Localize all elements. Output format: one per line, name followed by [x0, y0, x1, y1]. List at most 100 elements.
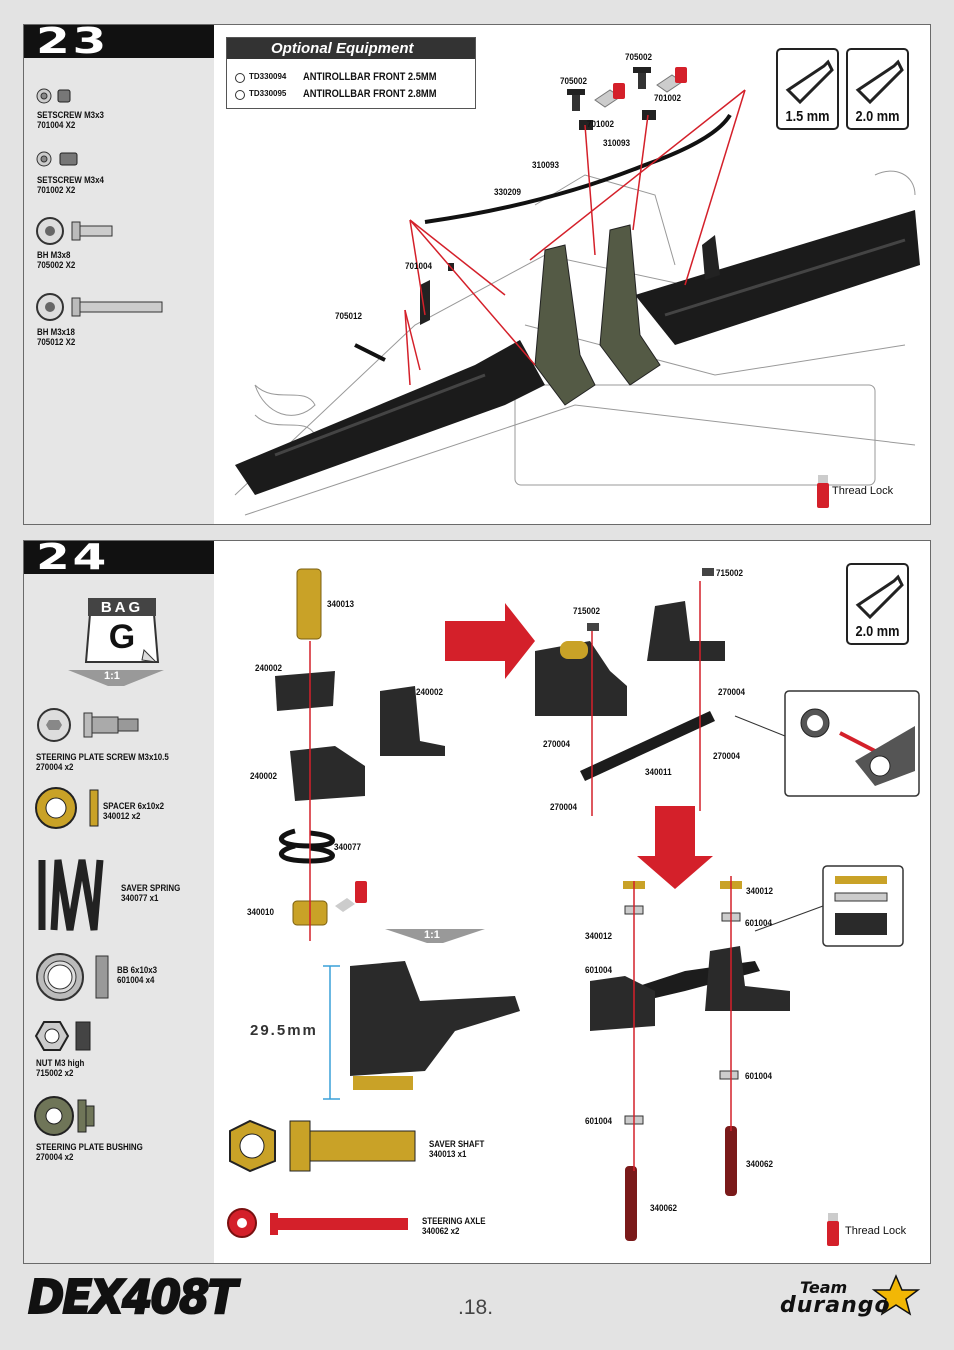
callout-label: 705012: [335, 311, 363, 321]
optional-equipment-box: Optional Equipment TD330094 ANTIROLLBAR …: [226, 37, 476, 109]
thread-lock-bottle-icon: [827, 1213, 839, 1246]
brand-team: Team: [800, 1278, 848, 1297]
callout-label: 240002: [250, 771, 278, 781]
callout-label: 601004: [585, 965, 613, 975]
brand-durango: durango: [780, 1293, 891, 1318]
step23-sidebar: [24, 25, 214, 524]
callout-label: 330209: [494, 187, 522, 197]
model-logo: DEX408T: [27, 1269, 238, 1325]
callout-label: 340011: [645, 767, 672, 777]
callout-label: 601004: [745, 1071, 773, 1081]
page-number: .18.: [458, 1296, 494, 1319]
optional-item[interactable]: TD330094 ANTIROLLBAR FRONT 2.5MM: [227, 69, 475, 86]
setscrew-m3x3-icon: [36, 88, 71, 104]
thread-lock-bottle-icon: [817, 475, 829, 508]
dimension-label: 29.5mm: [250, 1022, 318, 1039]
callout-label: 340012: [585, 931, 613, 941]
callout-label: 705002: [560, 76, 588, 86]
callout-label: 270004: [713, 751, 741, 761]
thread-lock-bottle-icon: [335, 881, 367, 912]
callout-label: 340077: [334, 842, 362, 852]
thread-lock-label: Thread Lock: [832, 485, 894, 497]
callout-label: 340012: [746, 886, 774, 896]
arrow-down-icon: [637, 806, 713, 889]
callout-label: 715002: [716, 568, 744, 578]
callout-label: 270004: [718, 687, 746, 697]
optional-item-name: ANTIROLLBAR FRONT 2.5MM: [303, 71, 437, 83]
scale-label: 1:1: [104, 670, 120, 682]
callout-label: 701002: [587, 119, 615, 129]
optional-equipment-title: Optional Equipment: [227, 38, 475, 59]
saver-spring-icon: [38, 859, 104, 931]
hex-key-tool-2-0mm: 2.0 mm: [846, 48, 909, 130]
bh-m3x18-icon: [36, 293, 163, 321]
hex-key-icon: [855, 59, 904, 105]
callout-label: 340062: [650, 1203, 678, 1213]
antiroll-holder: [534, 244, 596, 406]
steering-plate-screw-icon: [37, 708, 139, 742]
step23-number: 23: [24, 24, 214, 60]
callout-label: 340010: [247, 907, 275, 917]
step23-assembly-illustration: [234, 67, 920, 516]
antiroll-holder: [599, 224, 661, 386]
bag-title: BAG: [100, 599, 144, 616]
callout-label: 701002: [654, 93, 682, 103]
bag-letter: G: [108, 618, 136, 656]
screw-icon: [633, 67, 651, 89]
optional-item-code: TD330095: [249, 89, 287, 98]
callout-label: 340062: [746, 1159, 774, 1169]
scale-label: 1:1: [424, 929, 440, 941]
step24-assembly-illustration: [227, 568, 920, 1246]
checkbox-icon[interactable]: [235, 73, 245, 83]
steering-plate-bushing-icon: [34, 1096, 95, 1136]
callout-label: 340013: [327, 599, 355, 609]
bag-icon: [84, 598, 160, 663]
thread-lock-bottle-icon: [656, 67, 687, 93]
step24-number: 24: [24, 540, 214, 576]
optional-item-name: ANTIROLLBAR FRONT 2.8MM: [303, 88, 437, 100]
callout-label: 601004: [585, 1116, 613, 1126]
optional-item-code: TD330094: [249, 72, 287, 81]
arrow-right-icon: [445, 603, 535, 679]
thread-lock-bottle-icon: [594, 83, 625, 108]
checkbox-icon[interactable]: [235, 90, 245, 100]
callout-label: 701004: [405, 261, 433, 271]
callout-label: 240002: [255, 663, 283, 673]
callout-label: 270004: [543, 739, 571, 749]
nut-m3-icon: [34, 1021, 91, 1051]
team-durango-logo-icon: [871, 1274, 921, 1316]
setscrew-m3x4-icon: [36, 151, 78, 167]
scale-indicator: [68, 670, 164, 686]
optional-item[interactable]: TD330095 ANTIROLLBAR FRONT 2.8MM: [227, 86, 475, 103]
hex-key-icon: [855, 574, 904, 620]
spacer-6x10x2-icon: [35, 787, 99, 829]
bh-m3x8-icon: [36, 217, 113, 245]
screw-icon: [567, 89, 585, 111]
hex-key-tool-2-0mm: 2.0 mm: [846, 563, 909, 645]
callout-label: 310093: [603, 138, 631, 148]
hex-key-tool-1-5mm: 1.5 mm: [776, 48, 839, 130]
callout-label: 270004: [550, 802, 578, 812]
hex-key-icon: [785, 59, 834, 105]
callout-label: 705002: [625, 52, 653, 62]
thread-lock-label: Thread Lock: [845, 1225, 907, 1237]
callout-label: 240002: [416, 687, 444, 697]
tool-label: 2.0 mm: [855, 623, 900, 640]
callout-label: 715002: [573, 606, 601, 616]
tool-label: 2.0 mm: [855, 108, 900, 125]
ball-bearing-icon: [36, 953, 109, 1001]
tool-label: 1.5 mm: [785, 108, 830, 125]
callout-label: 601004: [745, 918, 773, 928]
